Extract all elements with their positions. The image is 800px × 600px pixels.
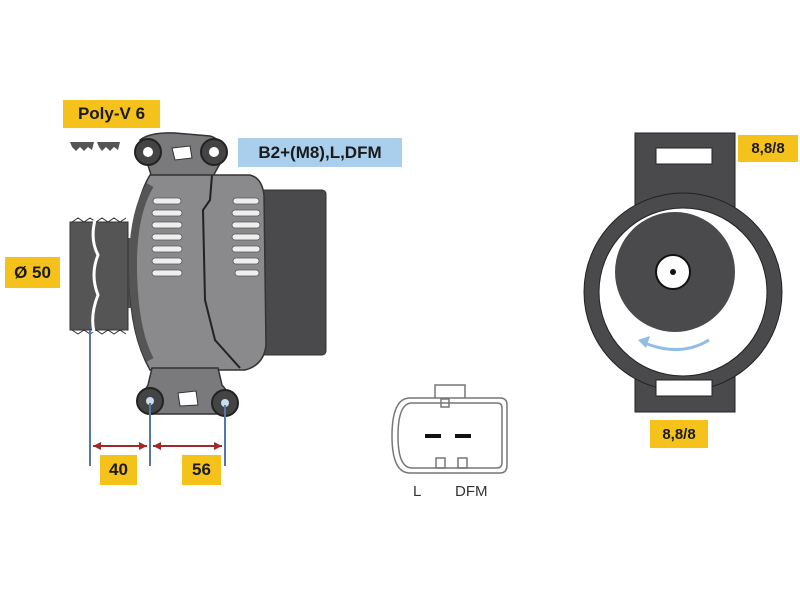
rear-cap — [257, 189, 327, 356]
dimension-40-label: 40 — [100, 455, 137, 485]
pulley — [69, 217, 140, 335]
pulley-diameter-label: Ø 50 — [5, 257, 60, 288]
dimension-lines — [89, 330, 226, 466]
mount-slot — [655, 379, 713, 397]
poly-v-belt-icon — [70, 142, 120, 151]
end-view — [583, 132, 783, 413]
bottom-mount-bracket — [136, 367, 239, 417]
rotation-arrow-icon — [641, 338, 710, 352]
connector-pin-l-label: L — [413, 483, 422, 500]
bottom-mount-size-label: 8,8/8 — [650, 420, 708, 448]
dimension-56-label: 56 — [182, 455, 221, 485]
belt-type-label: Poly-V 6 — [63, 100, 160, 128]
top-mount-size-label: 8,8/8 — [738, 135, 798, 162]
plug-connector — [391, 384, 508, 474]
alternator-body — [128, 174, 267, 371]
mount-slot — [655, 147, 713, 165]
top-mount-bracket — [134, 132, 228, 179]
connector-pin-dfm-label: DFM — [455, 483, 488, 500]
terminals-label: B2+(M8),L,DFM — [238, 138, 402, 167]
